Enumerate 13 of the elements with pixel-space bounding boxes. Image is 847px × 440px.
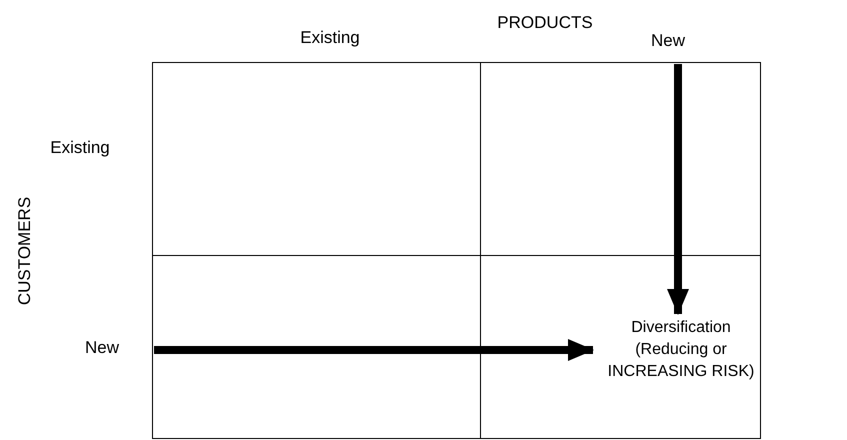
axis-label: New [650, 30, 686, 52]
quadrant-text: Diversification (Reducing or INCREASING RISK) [596, 317, 766, 383]
axis-label: Existing [49, 137, 111, 159]
axis-label: PRODUCTS [496, 12, 594, 34]
axis-label: New [84, 337, 120, 359]
thick-arrow [154, 339, 594, 361]
matrix-cell [480, 62, 761, 256]
axis-label: Existing [299, 27, 361, 49]
matrix-cell [480, 255, 761, 439]
matrix-cell [152, 255, 481, 439]
thick-arrow [667, 64, 689, 315]
axis-label: CUSTOMERS [14, 196, 35, 306]
matrix-cell [152, 62, 481, 256]
